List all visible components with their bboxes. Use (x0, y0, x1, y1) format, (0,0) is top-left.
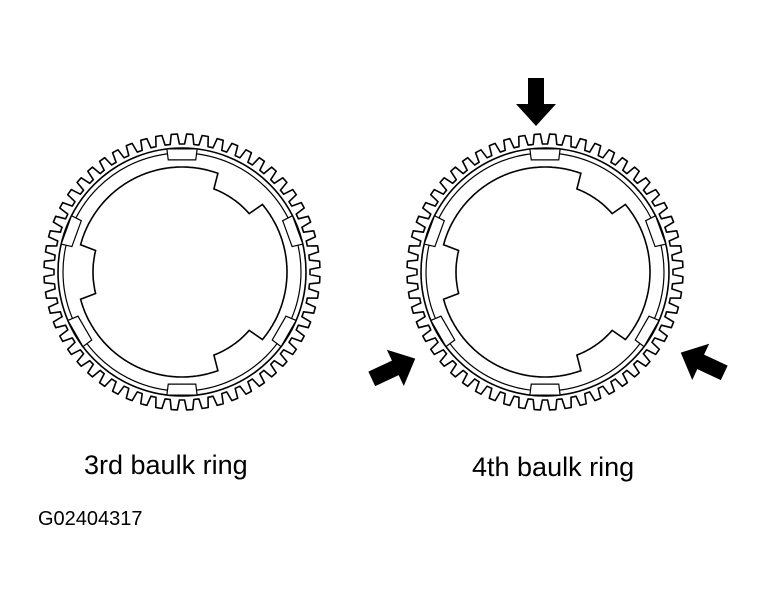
ring-outer-band (420, 147, 670, 397)
ring-slot (271, 315, 298, 348)
figure-id-label: G02404317 (38, 508, 143, 530)
arrow-right-icon (680, 343, 728, 381)
third-baulk-ring-label: 3rd baulk ring (84, 450, 248, 480)
ring-slot (634, 315, 661, 348)
arrow-left-icon (368, 349, 416, 387)
ring-inner-band (425, 152, 665, 392)
ring-slot (166, 383, 198, 396)
ring-slot (429, 315, 456, 348)
ring-splined-bore (442, 166, 651, 378)
ring-slot (529, 148, 561, 161)
third-baulk-ring-drawing (43, 133, 321, 411)
ring-slot (644, 214, 667, 248)
fourth-baulk-ring-label: 4th baulk ring (472, 452, 635, 482)
ring-slot (66, 315, 93, 348)
arrow-top-icon (516, 78, 556, 126)
ring-slot (166, 148, 198, 161)
ring-slot (281, 214, 304, 248)
ring-teeth (406, 133, 684, 411)
ring-slot (423, 214, 446, 248)
ring-inner-band (62, 152, 302, 392)
ring-slot (60, 214, 83, 248)
ring-slot (529, 383, 561, 396)
fourth-baulk-ring-drawing (406, 133, 684, 411)
ring-outer-band (57, 147, 307, 397)
indicator-arrows (368, 78, 728, 387)
ring-teeth (43, 133, 321, 411)
ring-splined-bore (79, 166, 288, 378)
